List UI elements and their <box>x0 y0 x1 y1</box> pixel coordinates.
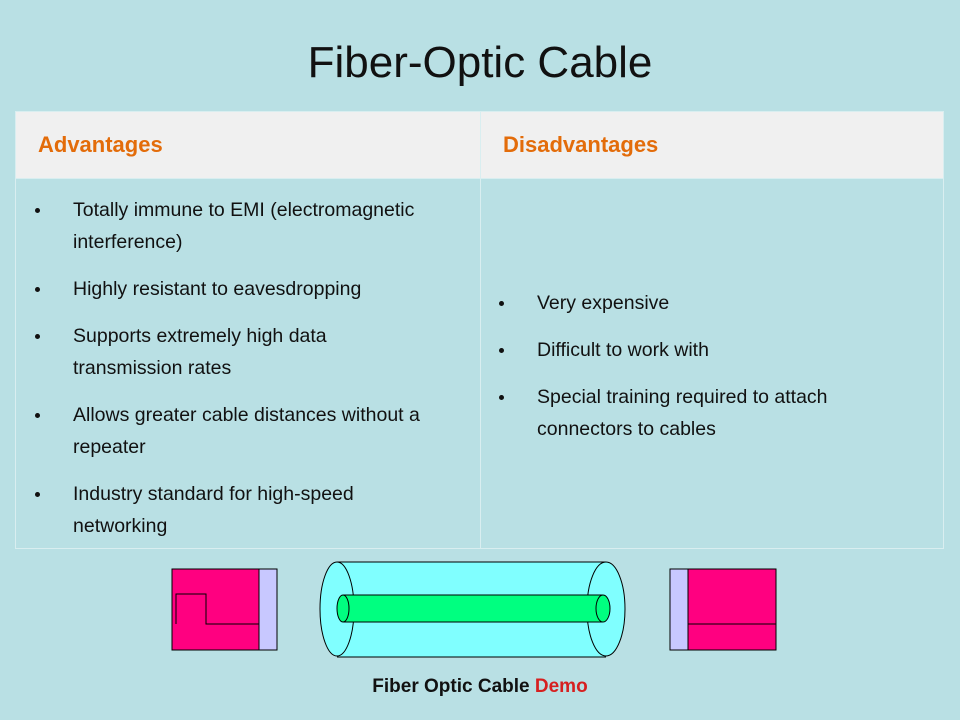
caption-text: Fiber Optic Cable <box>372 676 530 697</box>
bullet-icon <box>35 334 40 339</box>
bullet-icon <box>35 208 40 213</box>
demo-caption[interactable]: Fiber Optic Cable Demo <box>0 676 960 698</box>
demo-link[interactable]: Demo <box>534 676 588 697</box>
bullet-icon <box>499 348 504 353</box>
table-header-row: Advantages Disadvantages <box>16 112 943 179</box>
comparison-table: Advantages Disadvantages Totally immune … <box>15 111 944 549</box>
list-item: Highly resistant to eavesdropping <box>16 273 466 305</box>
bullet-icon <box>35 413 40 418</box>
fiber-optic-demo-diagram[interactable] <box>0 558 960 668</box>
list-item: Special training required to attach conn… <box>480 381 917 445</box>
bullet-icon <box>499 301 504 306</box>
bullet-icon <box>499 395 504 400</box>
list-item: Supports extremely high data transmissio… <box>16 320 433 384</box>
bullet-icon <box>35 492 40 497</box>
advantages-list: Totally immune to EMI (electromagnetic i… <box>16 194 466 557</box>
column-divider <box>480 112 481 548</box>
list-item: Very expensive <box>480 287 940 319</box>
bullet-icon <box>35 287 40 292</box>
right-connector <box>669 568 777 651</box>
left-connector <box>171 568 278 651</box>
list-item: Difficult to work with <box>480 334 940 366</box>
fiber-core <box>336 594 611 623</box>
list-item: Allows greater cable distances without a… <box>16 399 443 463</box>
header-disadvantages: Disadvantages <box>503 132 659 157</box>
list-item: Industry standard for high-speed network… <box>16 478 453 542</box>
slide-title: Fiber-Optic Cable <box>307 38 653 87</box>
disadvantages-list: Very expensive Difficult to work with Sp… <box>480 287 940 460</box>
header-advantages: Advantages <box>38 132 163 157</box>
list-item: Totally immune to EMI (electromagnetic i… <box>16 194 443 258</box>
